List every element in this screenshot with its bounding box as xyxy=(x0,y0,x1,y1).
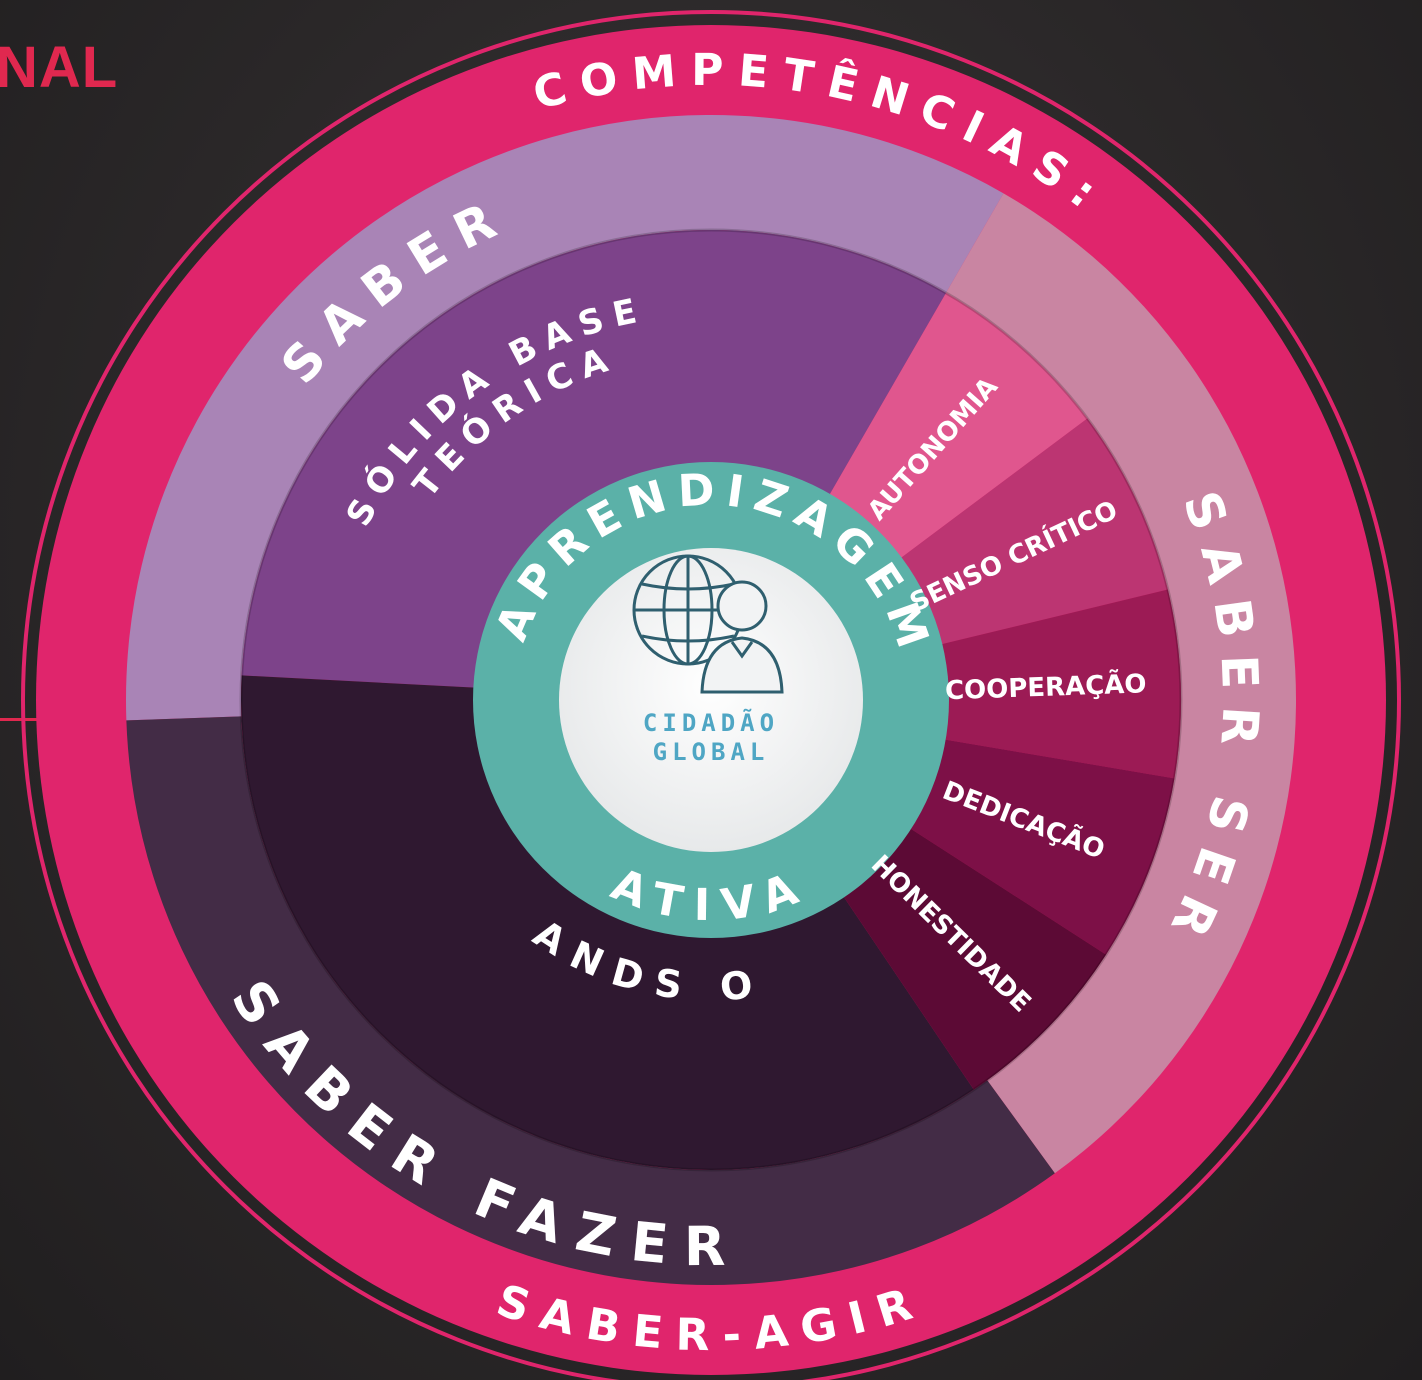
band-saber xyxy=(126,114,1004,721)
outer-ring-outline xyxy=(21,10,1401,1380)
globe-with-person-icon xyxy=(632,554,784,694)
center-label-line1: CIDADÃO xyxy=(643,708,779,737)
center-label-line2: GLOBAL xyxy=(653,738,770,766)
segment-hands-on xyxy=(241,675,974,1170)
band-saber-fazer xyxy=(126,716,1055,1285)
segment-value-3 xyxy=(871,589,1182,779)
segment-shadow xyxy=(239,228,1183,1172)
header-title: NAL xyxy=(0,35,119,100)
segment-solida-base xyxy=(241,230,947,692)
band-saber-ser xyxy=(946,193,1296,1174)
